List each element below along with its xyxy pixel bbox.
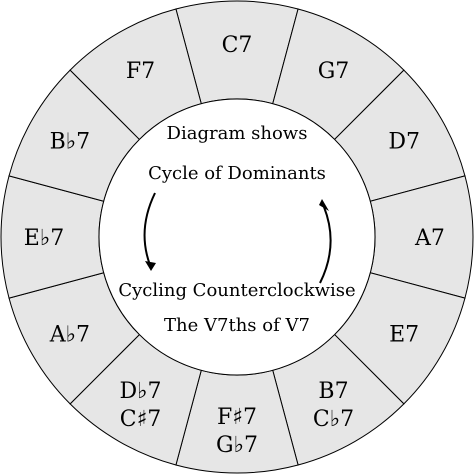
segment-label-7-line-1: C♯7 [120, 407, 161, 432]
center-subtitle: Cycle of Dominants [148, 163, 326, 184]
inner-circle [98, 98, 376, 376]
segment-label-4-line-0: E7 [389, 323, 419, 348]
segment-label-0-line-0: C7 [222, 33, 253, 58]
segment-label-1-line-0: G7 [318, 59, 350, 84]
segment-label-6-line-0: F♯7 [217, 405, 257, 430]
segment-label-3-line-0: A7 [414, 226, 445, 251]
center-subtitle-2: The V7ths of V7 [164, 315, 310, 336]
segment-label-11-line-0: F7 [126, 59, 155, 84]
curved-down-arrow-icon [143, 192, 156, 271]
segment-label-6-line-1: G♭7 [216, 433, 258, 458]
segment-label-5-line-1: C♭7 [313, 407, 354, 432]
segment-label-9-line-0: E♭7 [24, 226, 64, 251]
segment-label-8-line-0: A♭7 [49, 323, 90, 348]
segment-label-7-line-0: D♭7 [119, 379, 161, 404]
segment-label-2-line-0: D7 [388, 130, 420, 155]
segment-label-5-line-0: B7 [318, 379, 348, 404]
center-direction-text: Cycling Counterclockwise [118, 280, 355, 301]
segment-label-10-line-0: B♭7 [50, 130, 91, 155]
center-title: Diagram shows [167, 123, 308, 144]
curved-up-arrow-icon [319, 199, 332, 284]
